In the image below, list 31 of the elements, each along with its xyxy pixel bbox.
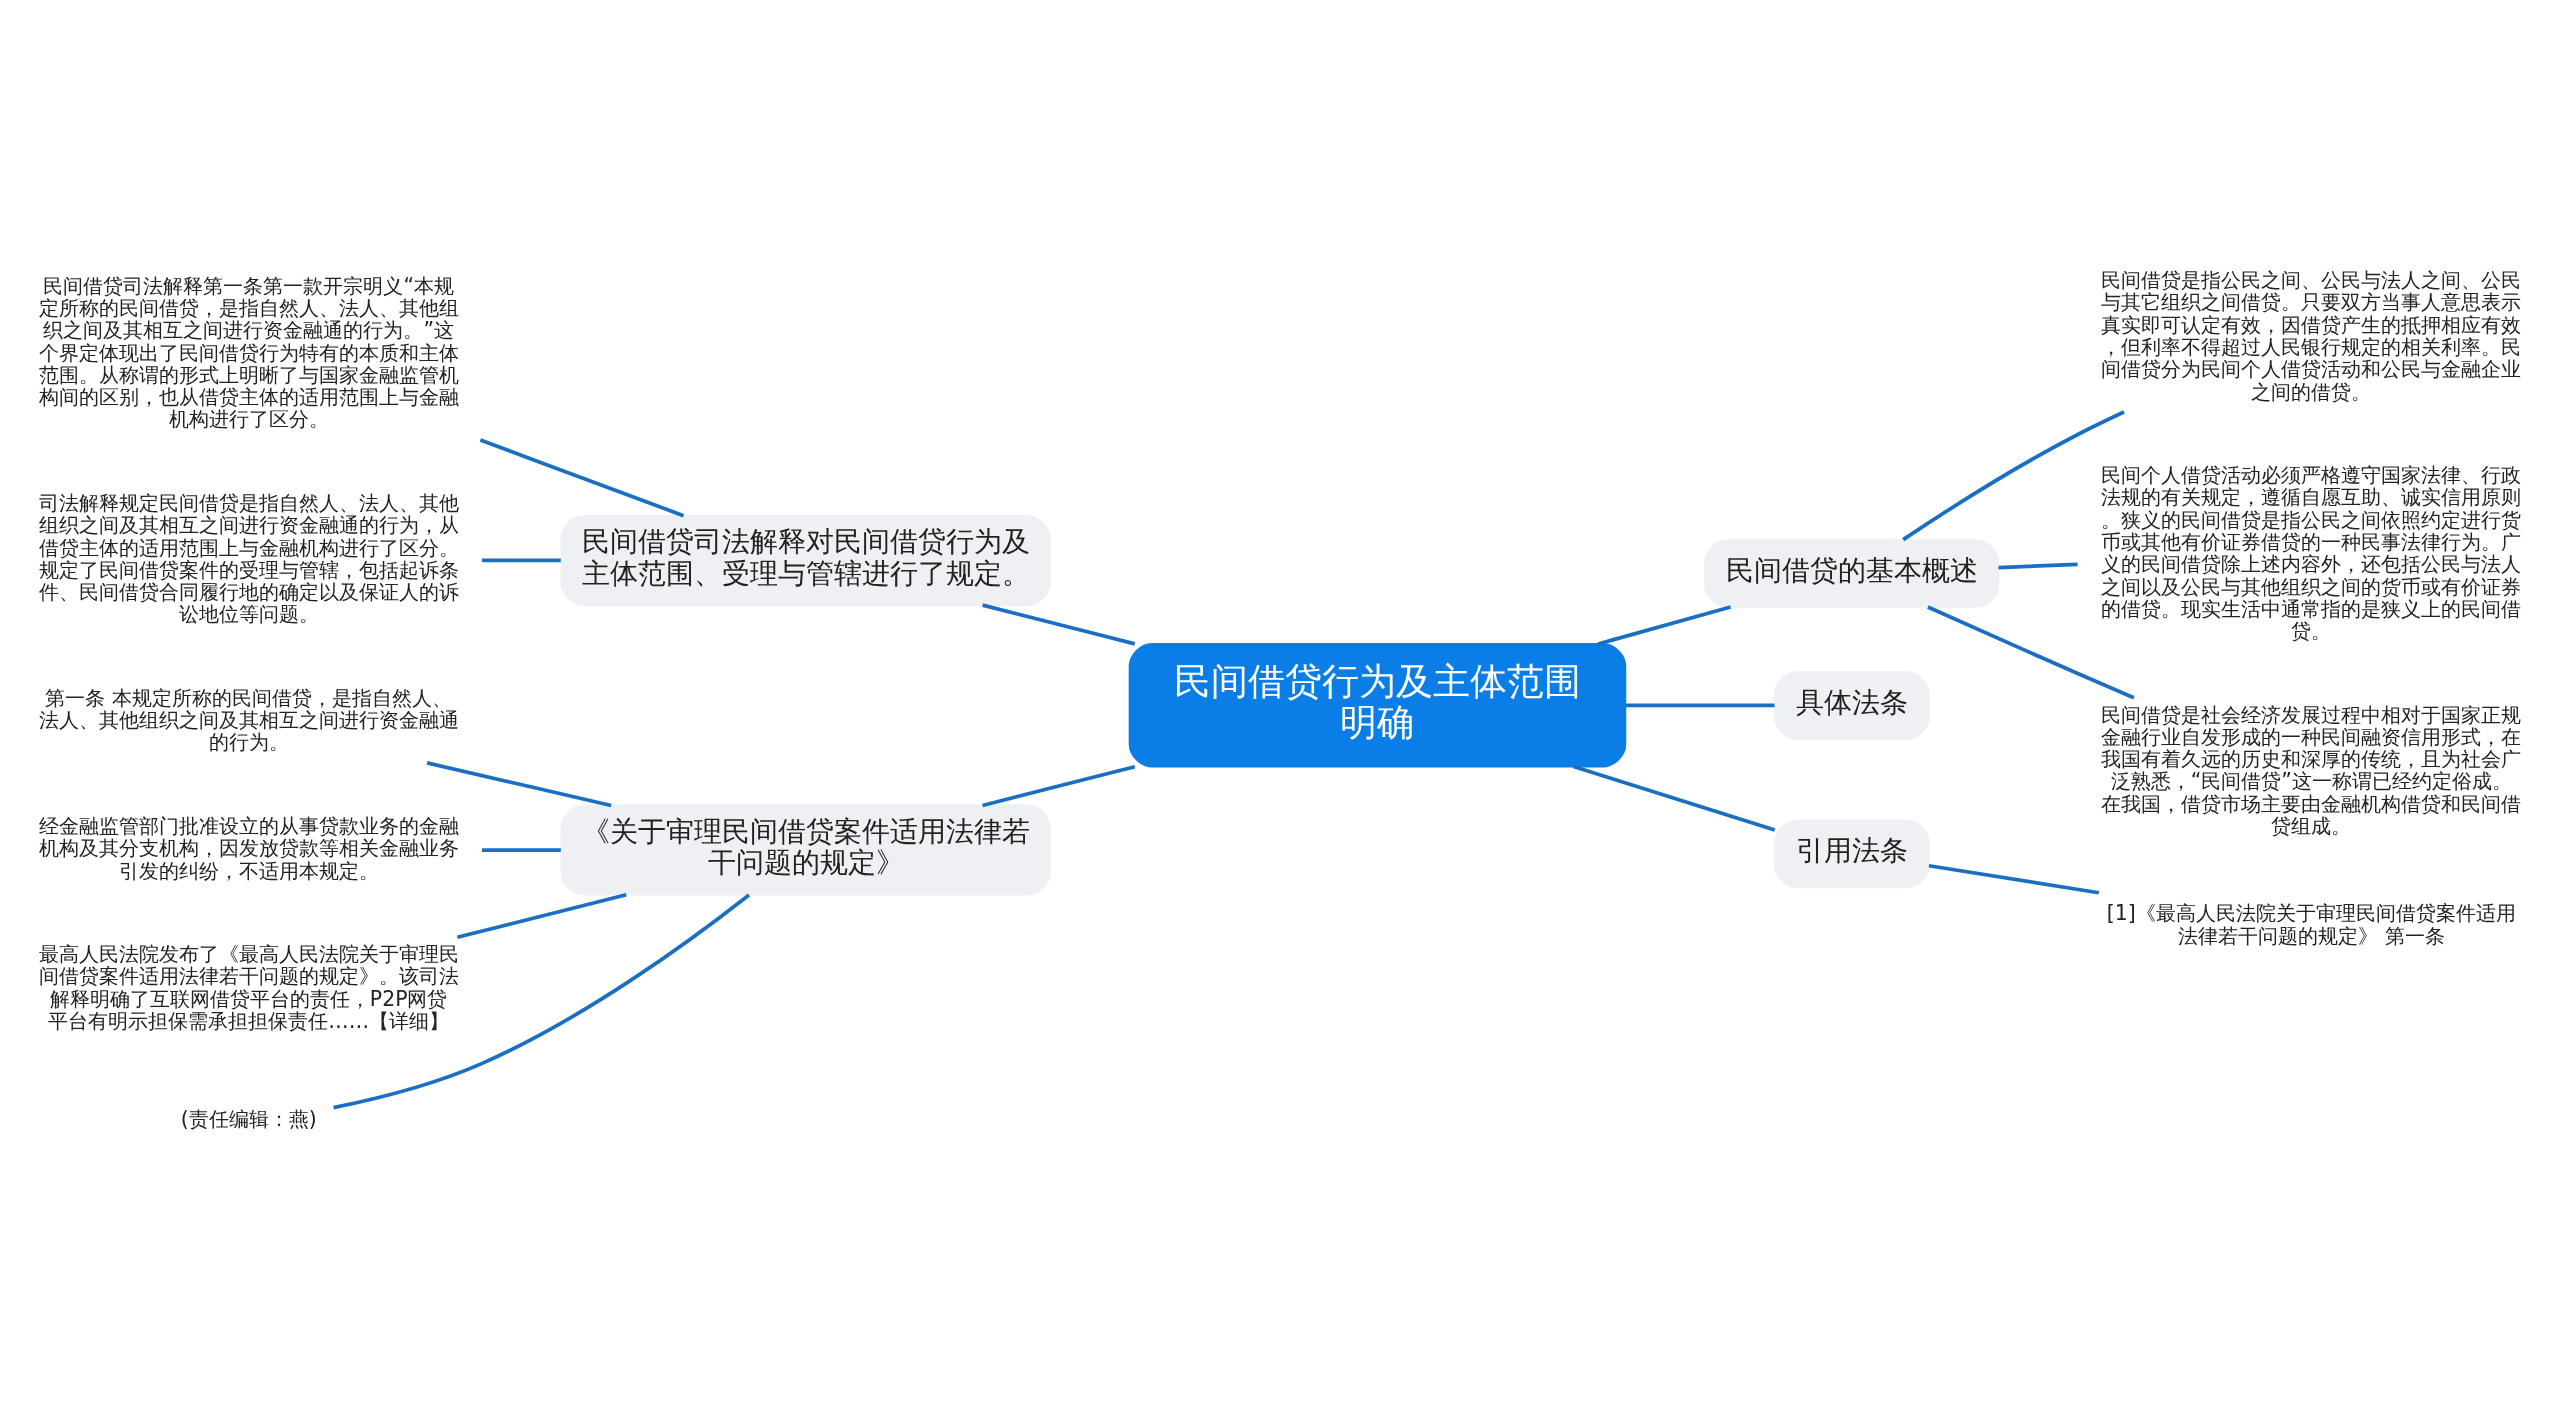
node-text: (责任编辑：燕) [180,1107,317,1132]
connector [982,603,1136,646]
node-text: 民间借贷是社会经济发展过程中相对于国家正规金融行业自发形成的一种民间融资信用形式，在我国有着久远的历史和深厚的传统，且为社会广泛熟悉，“民间借贷”这一称谓已经约定俗成。在我国，借贷市场主要由金融机构借贷和民间借贷组成。 [2101,702,2522,839]
node-text: 司法解释规定民间借贷是指自然人、法人、其他组织之间及其相互之间进行资金融通的行为，从借贷主体的适用范围上与金融机构进行了区分。规定了民间借贷案件的受理与管辖，包括起诉条件、民间借贷合同履行地的确定以及保证人的诉讼地位等问题。 [38,490,459,627]
node-box: 《关于审理民间借贷案件适用法律若干问题的规定》 [560,804,1051,896]
connector [1572,764,1776,832]
node-box: 民间借贷的基本概述 [1704,539,2000,608]
node-box: 民间借贷行为及主体范围明确 [1128,643,1627,768]
connector [1625,703,1775,708]
node-text: 民间借贷是指公民之间、公民与法人之间、公民与其它组织之间借贷。只要双方当事人意思表示真实即可认定有效，因借贷产生的抵押相应有效，但利率不得超过人民银行规定的相关利率。民间借贷分为民间个人借贷活动和公民与金融企业之间的借贷。 [2101,268,2522,404]
connector [481,558,561,563]
node-text: 经金融监管部门批准设立的从事贷款业务的金融机构及其分支机构，因发放贷款等相关金融业务引发的纠纷，不适用本规定。 [38,814,459,883]
connector [1902,410,2125,542]
connector [1928,863,2100,895]
connector [479,438,685,518]
connector [426,761,612,808]
node-box: 具体法条 [1773,670,1930,740]
connector [456,893,627,940]
connector [481,848,561,852]
node-text: 民间借贷司法解释第一条第一款开宗明义“本规定所称的民间借贷，是指自然人、法人、其他组织之间及其相互之间进行资金融通的行为。”这个界定体现出了民间借贷行为特有的本质和主体范围。从称谓的形式上明晰了与国家金融监管机构间的区别，也从借贷主体的适用范围上与金融机构进行了区分。 [38,273,459,432]
node-text: [1]《最高人民法院关于审理民间借贷案件适用法律若干问题的规定》 第一条 [2106,901,2516,948]
connector [1927,605,2135,700]
node-box: 民间借贷司法解释对民间借贷行为及主体范围、受理与管辖进行了规定。 [560,515,1051,606]
connector [982,764,1136,808]
node-text: 第一条 本规定所称的民间借贷，是指自然人、法人、其他组织之间及其相互之间进行资金融通的行为。 [38,685,459,755]
connector [1998,562,2078,570]
node-box: 引用法条 [1773,819,1930,889]
node-text: 最高人民法院发布了《最高人民法院关于审理民间借贷案件适用法律若干问题的规定》。该司法解释明确了互联网借贷平台的责任，P2P网贷平台有明示担保需承担担保责任……【详细】 [38,942,459,1033]
connector [1597,605,1732,646]
node-text: 民间个人借贷活动必须严格遵守国家法律、行政法规的有关规定，遵循自愿互助、诚实信用原则。狭义的民间借贷是指公民之间依照约定进行货币或其他有价证券借贷的一种民事法律行为。广义的民间借贷除上述内容外，还包括公民与法人之间以及公民与其他组织之间的货币或有价证券的借贷。现实生活中通常指的是狭义上的民间借贷。 [2101,463,2522,644]
connector [333,893,751,1110]
